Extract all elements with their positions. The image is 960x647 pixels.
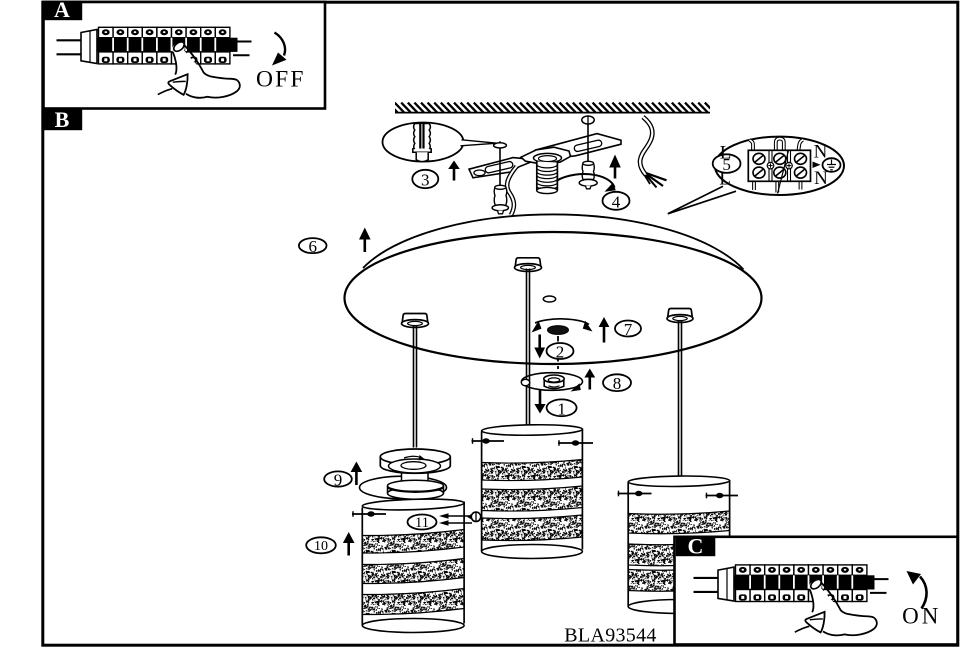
svg-text:B: B (55, 107, 70, 132)
svg-text:L: L (720, 143, 732, 164)
svg-text:6: 6 (308, 237, 317, 256)
svg-text:1: 1 (557, 399, 566, 418)
svg-text:11: 11 (415, 515, 429, 531)
svg-text:N: N (814, 168, 828, 189)
svg-text:2: 2 (556, 343, 565, 362)
svg-text:5: 5 (722, 155, 731, 174)
svg-text:A: A (54, 0, 70, 22)
svg-text:7: 7 (624, 320, 633, 339)
svg-text:4: 4 (612, 192, 621, 211)
svg-text:L: L (719, 169, 731, 190)
svg-text:10: 10 (314, 539, 328, 554)
svg-text:9: 9 (334, 471, 343, 490)
svg-text:N: N (814, 142, 828, 163)
svg-text:3: 3 (421, 171, 430, 190)
svg-text:BLA93544: BLA93544 (564, 625, 656, 647)
svg-text:C: C (688, 534, 704, 559)
svg-text:ON: ON (902, 603, 941, 628)
svg-text:OFF: OFF (256, 67, 306, 93)
svg-text:8: 8 (613, 374, 622, 393)
